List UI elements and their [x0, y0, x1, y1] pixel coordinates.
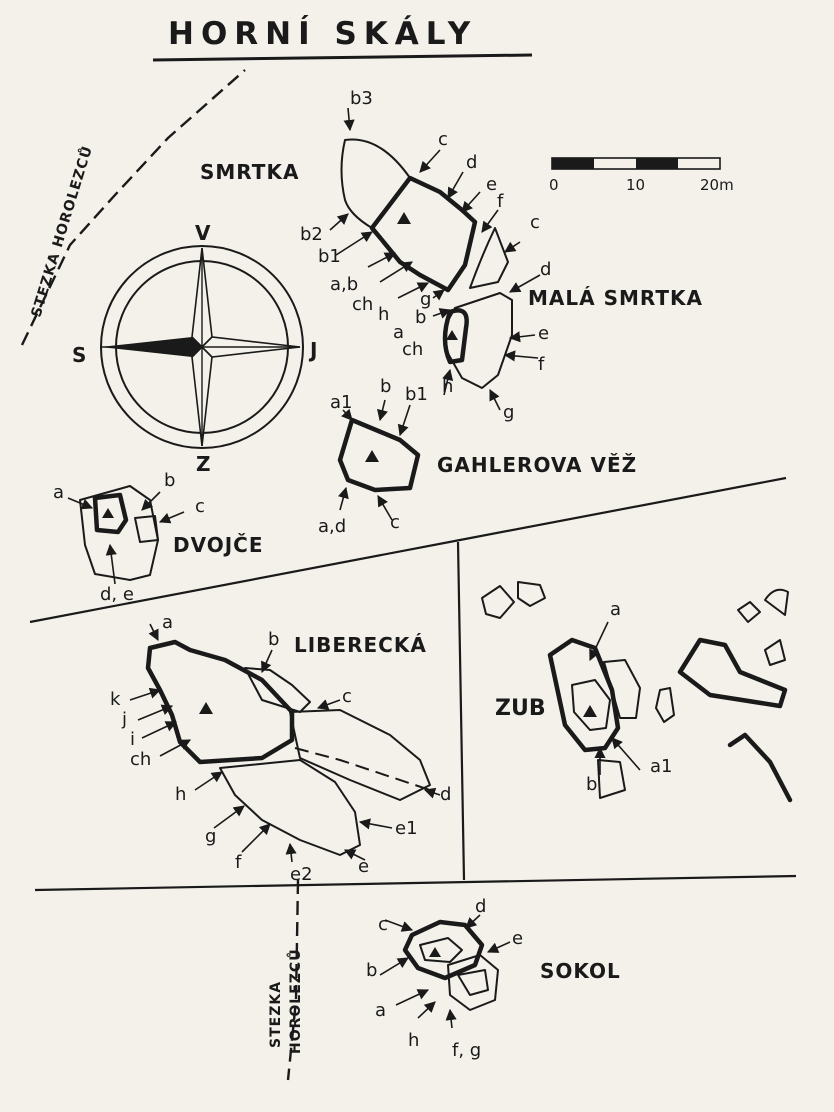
mala-smrtka-label-d: d [540, 259, 551, 280]
mala-smrtka-label-c: c [530, 212, 540, 233]
gahlerova-label-a1: a1 [330, 392, 352, 413]
smrtka-label-b2: b2 [300, 224, 323, 245]
sokol-label-h: h [408, 1030, 419, 1051]
rock-gahlerova-vez-name: GAHLEROVA VĚŽ [437, 453, 637, 477]
mala-smrtka-label-e: e [538, 323, 549, 344]
climbers-path-upper-label: STEZKA HOROLEZCŮ [27, 143, 96, 319]
gahlerova-label-b: b [380, 376, 391, 397]
gahlerova-label-ad: a,d [318, 516, 346, 537]
compass-north-label: V [195, 221, 211, 245]
sokol-label-fg: f, g [452, 1040, 481, 1061]
rock-dvojce-name: DVOJČE [173, 533, 264, 557]
mala-smrtka-label-ch: ch [402, 339, 423, 360]
scale-tick-0: 0 [549, 176, 559, 194]
svg-text:STEZKA: STEZKA [268, 981, 284, 1048]
smrtka-label-ch: ch [352, 294, 373, 315]
rock-smrtka: SMRTKA b3 c d e f b2 b1 a,b ch h g [200, 88, 509, 325]
climbers-path-lower [286, 879, 300, 1081]
climbers-path-lower-label-1: STEZKA [268, 981, 284, 1048]
rock-zub-name: ZUB [495, 696, 546, 721]
gahlerova-label-b1: b1 [405, 384, 428, 405]
liberecka-label-e1: e1 [395, 818, 418, 839]
mala-smrtka-label-f: f [538, 354, 545, 375]
liberecka-label-f: f [235, 852, 242, 873]
title-underline [152, 53, 533, 62]
mala-smrtka-label-b: b [415, 307, 426, 328]
rock-sokol-name: SOKOL [540, 959, 621, 983]
rock-liberecka-name: LIBERECKÁ [294, 633, 427, 657]
rock-gahlerova-vez: GAHLEROVA VĚŽ a1 b b1 a,d c [318, 376, 637, 537]
divider-upper [29, 476, 787, 624]
dvojce-label-de: d, e [100, 584, 134, 605]
rock-smrtka-name: SMRTKA [200, 160, 299, 184]
liberecka-label-c: c [342, 686, 352, 707]
dvojce-label-b: b [164, 470, 175, 491]
smrtka-label-d: d [466, 152, 477, 173]
compass-west-label: S [72, 343, 86, 367]
compass-south-label: Z [196, 452, 211, 476]
rock-zub: ZUB a a1 b [481, 581, 793, 803]
smrtka-label-f: f [497, 191, 504, 212]
liberecka-label-d: d [440, 784, 451, 805]
smrtka-label-h: h [378, 304, 389, 325]
liberecka-label-g: g [205, 826, 216, 847]
climbers-path-upper [20, 69, 246, 346]
scale-tick-10: 10 [626, 176, 645, 194]
liberecka-label-e: e [358, 856, 369, 877]
dvojce-label-c: c [195, 496, 205, 517]
compass-east-label: J [308, 338, 317, 362]
sokol-label-a: a [375, 1000, 386, 1021]
liberecka-label-ch: ch [130, 749, 151, 770]
mala-smrtka-label-a: a [393, 322, 404, 343]
liberecka-label-e2: e2 [290, 864, 313, 885]
climbers-path-lower-label-2: HOROLEZCŮ [286, 948, 304, 1054]
liberecka-label-b: b [268, 629, 279, 650]
liberecka-label-h: h [175, 784, 186, 805]
smrtka-label-b1: b1 [318, 246, 341, 267]
divider-lower [34, 874, 797, 892]
rock-liberecka: LIBERECKÁ a b c k j i ch h g f e2 e e1 d [110, 612, 451, 885]
zub-label-a1: a1 [650, 756, 672, 777]
mala-smrtka-label-g: g [503, 402, 514, 423]
liberecka-label-k: k [110, 689, 121, 710]
sokol-label-b: b [366, 960, 377, 981]
svg-text:STEZKA HOROLEZCŮ: STEZKA HOROLEZCŮ [27, 143, 96, 319]
liberecka-label-i: i [130, 729, 135, 750]
gahlerova-label-c: c [390, 512, 400, 533]
divider-vertical [456, 541, 466, 881]
liberecka-label-a: a [162, 612, 173, 633]
smrtka-label-b3: b3 [350, 88, 373, 109]
mala-smrtka-label-h: h [442, 376, 453, 397]
scale-tick-20: 20m [700, 176, 734, 194]
smrtka-label-g: g [420, 289, 431, 310]
rock-sokol: SOKOL c d e b a h f, g [366, 896, 621, 1061]
zub-label-b: b [586, 774, 597, 795]
sokol-label-d: d [475, 896, 486, 917]
compass-rose: V Z S J [72, 221, 317, 476]
sokol-label-c: c [378, 914, 388, 935]
smrtka-label-c: c [438, 129, 448, 150]
rock-dvojce: DVOJČE a b c d, e [53, 470, 264, 605]
rock-mala-smrtka-name: MALÁ SMRTKA [528, 286, 703, 310]
svg-text:HOROLEZCŮ: HOROLEZCŮ [286, 948, 304, 1054]
dvojce-label-a: a [53, 482, 64, 503]
zub-label-a: a [610, 599, 621, 620]
smrtka-label-ab: a,b [330, 274, 358, 295]
map-title: HORNÍ SKÁLY [168, 16, 477, 52]
scale-bar: 0 10 20m [549, 157, 734, 194]
sokol-label-e: e [512, 928, 523, 949]
liberecka-label-j: j [121, 709, 127, 730]
rock-mala-smrtka: MALÁ SMRTKA c d b a ch e f h g [393, 212, 703, 423]
smrtka-label-e: e [486, 174, 497, 195]
